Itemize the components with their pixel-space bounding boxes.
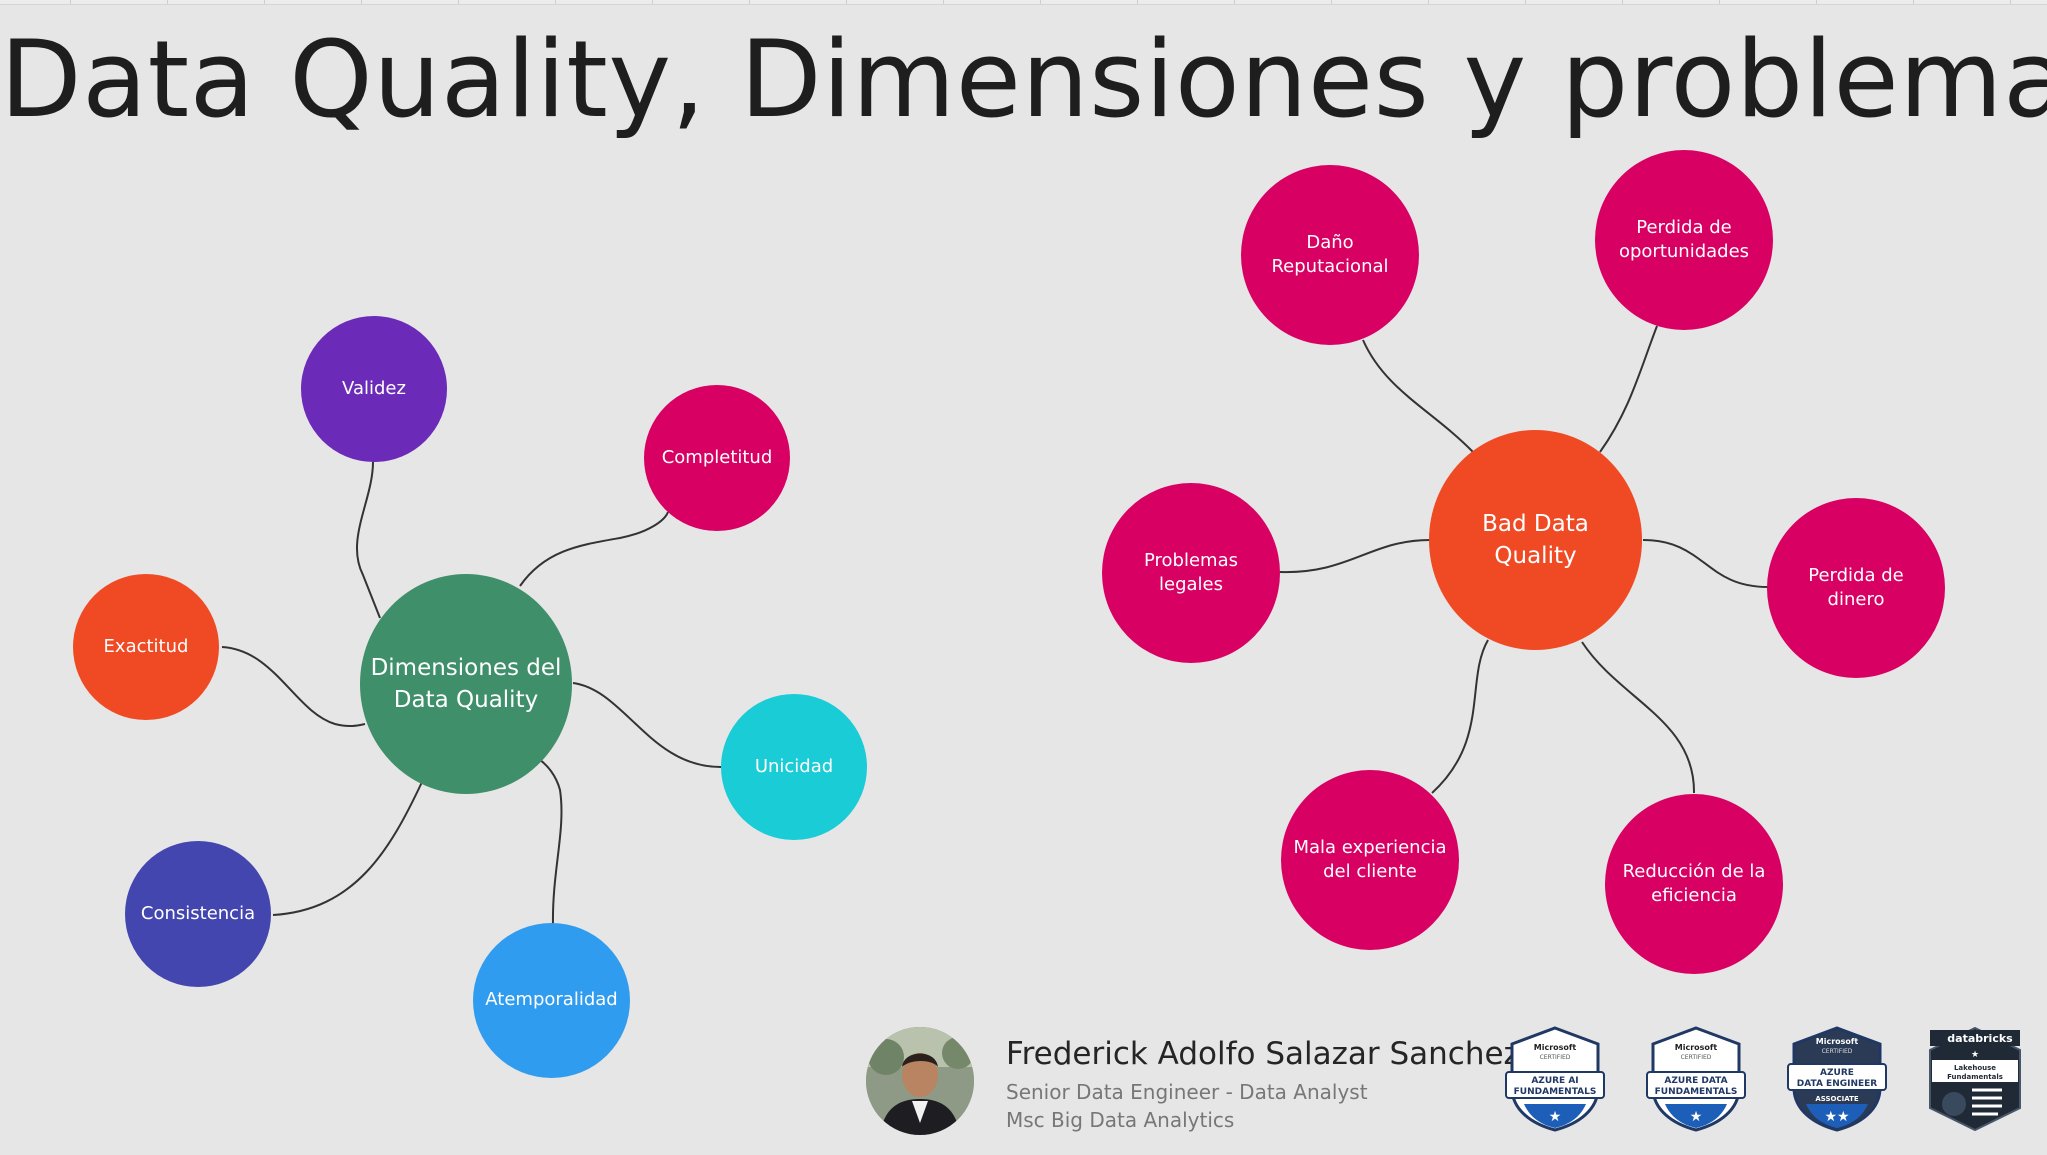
ruler-tick (652, 0, 653, 4)
svg-text:Lakehouse: Lakehouse (1954, 1064, 1996, 1072)
link-unicidad (572, 682, 723, 769)
link-atemporalidad (539, 759, 563, 926)
ruler-tick (1816, 0, 1817, 4)
svg-text:CERTIFIED: CERTIFIED (1681, 1054, 1712, 1061)
badge-databricks-lakehouse: databricks ★ Lakehouse Fundamentals (1929, 1026, 2021, 1132)
link-mala-experiencia (1431, 639, 1489, 794)
author-name: Frederick Adolfo Salazar Sanchez (1006, 1036, 1520, 1072)
svg-text:AZURE DATA: AZURE DATA (1664, 1076, 1727, 1086)
ruler-tick (2010, 0, 2011, 4)
node-perdida-oportunidades[interactable]: Perdida de oportunidades (1595, 150, 1773, 330)
ruler-tick (458, 0, 459, 4)
link-perdida-oportunidades (1599, 325, 1658, 453)
page-title: Data Quality, Dimensiones y problemas (0, 18, 2047, 141)
node-consistencia[interactable]: Consistencia (125, 841, 271, 987)
ruler-tick (1622, 0, 1623, 4)
star-icon: ★ (1690, 1109, 1703, 1125)
ruler-tick (846, 0, 847, 4)
link-validez (355, 461, 381, 619)
node-exactitud[interactable]: Exactitud (73, 574, 219, 720)
star-icon: ★ (1971, 1050, 1979, 1060)
badge-issuer: Microsoft (1816, 1037, 1859, 1046)
ruler-tick (1913, 0, 1914, 4)
node-reduccion-eficiencia[interactable]: Reducción de la eficiencia (1605, 794, 1783, 974)
ruler-tick (749, 0, 750, 4)
node-mala-experiencia[interactable]: Mala experiencia del cliente (1281, 770, 1459, 950)
author-photo (866, 1027, 974, 1135)
link-problemas-legales (1279, 539, 1431, 574)
author-degree: Msc Big Data Analytics (1006, 1108, 1235, 1132)
ruler-tick (1040, 0, 1041, 4)
svg-text:AZURE AI: AZURE AI (1531, 1076, 1578, 1086)
link-consistencia (272, 781, 423, 916)
ruler-tick (264, 0, 265, 4)
ruler-tick (167, 0, 168, 4)
svg-text:AZURE: AZURE (1820, 1068, 1854, 1078)
node-validez[interactable]: Validez (301, 316, 447, 462)
ruler-tick (361, 0, 362, 4)
star-icon: ★★ (1824, 1109, 1849, 1125)
hub-bad-data-quality[interactable]: Bad Data Quality (1429, 430, 1642, 650)
ruler-tick (1525, 0, 1526, 4)
link-reduccion (1581, 641, 1696, 794)
author-role: Senior Data Engineer - Data Analyst (1006, 1080, 1368, 1104)
node-dano-reputacional[interactable]: Daño Reputacional (1241, 165, 1419, 345)
svg-text:ASSOCIATE: ASSOCIATE (1815, 1095, 1859, 1103)
ruler-tick (1428, 0, 1429, 4)
node-atemporalidad[interactable]: Atemporalidad (473, 923, 630, 1078)
svg-text:FUNDAMENTALS: FUNDAMENTALS (1655, 1087, 1738, 1097)
ruler-tick (555, 0, 556, 4)
node-completitud[interactable]: Completitud (644, 385, 790, 531)
badge-azure-data-fundamentals: Microsoft CERTIFIED AZURE DATA FUNDAMENT… (1646, 1026, 1746, 1132)
badge-azure-ai-fundamentals: Microsoft CERTIFIED AZURE AI FUNDAMENTAL… (1505, 1026, 1605, 1132)
node-perdida-dinero[interactable]: Perdida de dinero (1767, 498, 1945, 678)
node-problemas-legales[interactable]: Problemas legales (1102, 483, 1280, 663)
star-icon: ★ (1549, 1109, 1562, 1125)
svg-text:Fundamentals: Fundamentals (1947, 1073, 2003, 1081)
ruler-tick (1719, 0, 1720, 4)
svg-text:CERTIFIED: CERTIFIED (1822, 1048, 1853, 1055)
svg-text:DATA ENGINEER: DATA ENGINEER (1797, 1079, 1878, 1089)
link-perdida-dinero (1642, 539, 1769, 588)
node-unicidad[interactable]: Unicidad (721, 694, 867, 840)
svg-text:CERTIFIED: CERTIFIED (1540, 1054, 1571, 1061)
top-ruler (0, 0, 2047, 5)
ruler-tick (943, 0, 944, 4)
ruler-tick (1234, 0, 1235, 4)
ruler-tick (1331, 0, 1332, 4)
svg-text:FUNDAMENTALS: FUNDAMENTALS (1514, 1087, 1597, 1097)
badge-issuer: databricks (1947, 1032, 2013, 1045)
ruler-tick (70, 0, 71, 4)
link-dano (1362, 339, 1474, 453)
link-exactitud (221, 646, 366, 728)
link-completitud (519, 511, 669, 587)
hub-dimensiones[interactable]: Dimensiones del Data Quality (360, 574, 572, 794)
ruler-tick (1137, 0, 1138, 4)
badge-azure-data-engineer: Microsoft CERTIFIED AZURE DATA ENGINEER … (1787, 1026, 1887, 1132)
badge-issuer: Microsoft (1534, 1043, 1577, 1052)
badge-issuer: Microsoft (1675, 1043, 1718, 1052)
